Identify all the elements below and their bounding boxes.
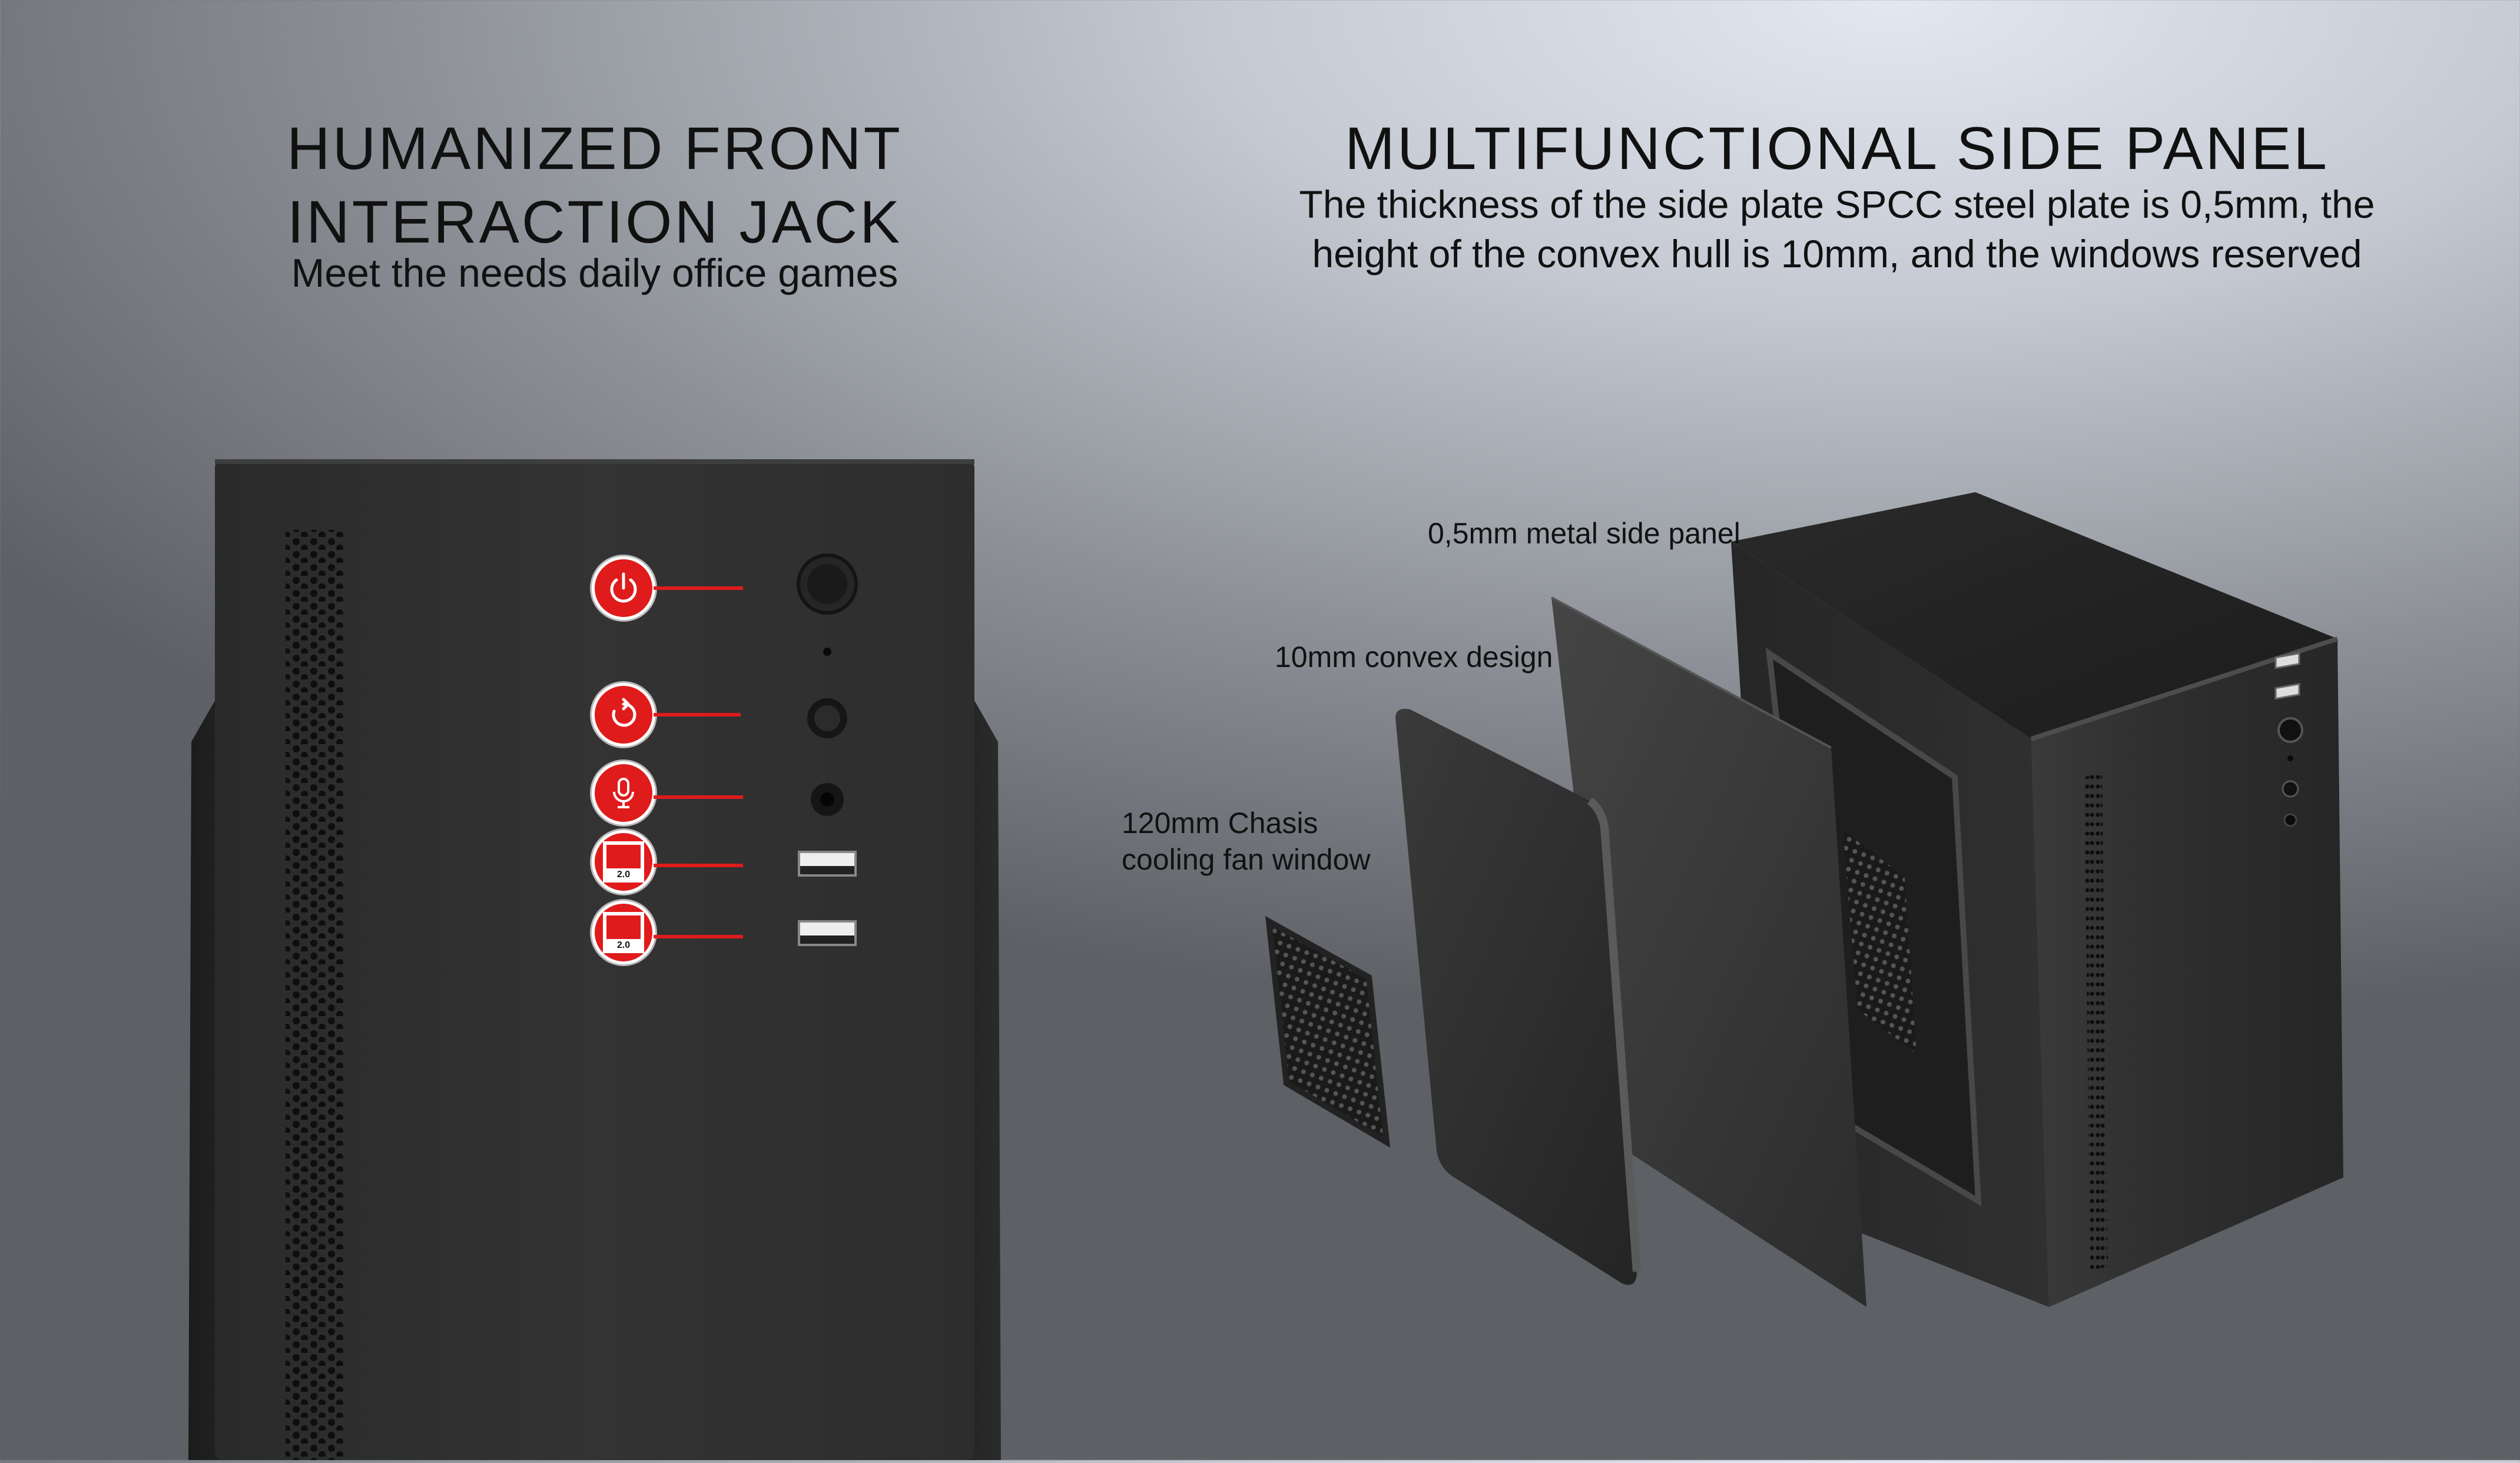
usb-badge-2: 2.0 [592,901,655,964]
fan-window-callout-line1: 120mm Chasis [1122,807,1318,840]
usb-2-0-icon: 2.0 [603,841,644,883]
microphone-icon [613,778,634,808]
usb-leader-line-1 [654,864,743,867]
usb-badge-1: 2.0 [592,830,655,894]
usb-leader-line-2 [654,935,743,938]
reset-badge [592,683,655,747]
fan-window-callout: 120mm Chasis cooling fan window [1122,805,1371,878]
left-heading-line2: INTERACTION JACK [287,188,903,256]
exploded-case-illustration [1265,492,2343,1307]
convex-callout: 10mm convex design [1275,641,1553,674]
usb-port-1 [798,851,857,877]
fan-window-callout-line2: cooling fan window [1122,843,1371,876]
reset-icon [612,698,636,727]
right-subtitle-line2: height of the convex hull is 10mm, and t… [1312,232,2362,276]
left-heading: HUMANIZED FRONT INTERACTION JACK [194,112,995,259]
usb-version-label: 2.0 [616,870,631,880]
reset-leader-line [654,713,741,716]
right-heading: MULTIFUNCTIONAL SIDE PANEL [1344,115,2329,182]
usb-2-0-icon: 2.0 [603,912,644,953]
right-subtitle: The thickness of the side plate SPCC ste… [1225,180,2449,278]
power-badge [592,556,655,620]
case-front-view [185,459,1004,1460]
usb-port-2 [798,920,857,946]
metal-panel-callout: 0,5mm metal side panel [1428,517,1740,550]
power-icon [610,572,637,603]
microphone-leader-line [654,795,743,799]
power-leader-line [654,586,743,590]
case-front-illustration [188,459,1001,1460]
left-subtitle: Meet the needs daily office games [291,251,898,296]
microphone-badge [592,761,655,825]
exploded-case-view [1236,471,2414,1331]
usb-version-label: 2.0 [616,940,631,950]
left-heading-line1: HUMANIZED FRONT [287,115,903,182]
right-subtitle-line1: The thickness of the side plate SPCC ste… [1299,183,2375,226]
